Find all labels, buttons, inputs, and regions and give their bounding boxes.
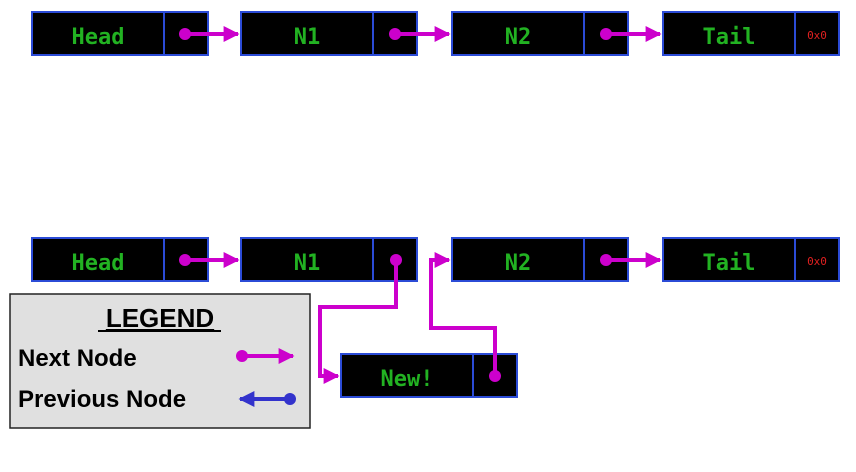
legend-item-previous: Previous Node [18,386,186,413]
node-label: Head [72,25,125,50]
node-label: N2 [505,251,532,276]
node-new: New! [340,353,518,398]
next-pointer-head-n1 [179,252,240,268]
legend-title: LEGEND [106,303,214,333]
node-data-cell [662,11,796,56]
next-pointer-n1-n2 [389,26,451,42]
node-n1: N1 [240,237,418,282]
node-data-cell [451,11,585,56]
node-pointer-cell [794,237,840,282]
node-data-cell [31,237,165,282]
node-label: Head [72,251,125,276]
legend: LEGEND Next Node Previous Node [9,293,311,429]
node-data-cell [240,237,374,282]
node-label: New! [381,367,434,392]
next-pointer-n2-tail [600,26,662,42]
node-head: Head [31,237,209,282]
node-label: Tail [703,251,756,276]
node-label: Tail [703,25,756,50]
list-after: Head N1 N2 Tail 0x0 New! [31,237,840,398]
null-pointer-label: 0x0 [807,29,827,42]
node-tail: Tail 0x0 [662,237,840,282]
node-head: Head [31,11,209,56]
next-pointer-new-n2 [429,252,501,382]
node-data-cell [31,11,165,56]
next-pointer-head-n1 [179,26,240,42]
node-pointer-cell [794,11,840,56]
next-pointer-n1-new [318,254,402,384]
previous-pointer-icon [238,391,296,407]
node-data-cell [340,353,474,398]
node-label: N1 [294,25,321,50]
node-data-cell [240,11,374,56]
node-data-cell [451,237,585,282]
next-pointer-icon [236,348,295,364]
null-pointer-label: 0x0 [807,255,827,268]
node-data-cell [662,237,796,282]
next-pointer-n2-tail [600,252,662,268]
node-label: N1 [294,251,321,276]
node-label: N2 [505,25,532,50]
list-before: Head N1 N2 Tail 0x0 [31,11,840,56]
node-tail: Tail 0x0 [662,11,840,56]
legend-item-next: Next Node [18,345,137,372]
legend-box [9,293,311,429]
